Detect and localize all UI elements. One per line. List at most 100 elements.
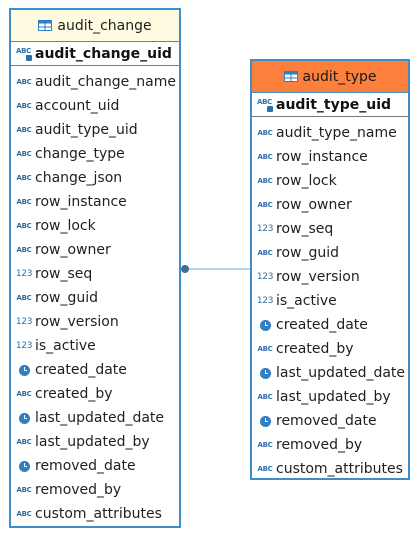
column-name: last_updated_date bbox=[35, 410, 165, 426]
numeric-type-icon: 123 bbox=[15, 341, 33, 351]
numeric-type-icon: 123 bbox=[15, 317, 33, 327]
column-row[interactable]: last_updated_date bbox=[252, 361, 408, 385]
numeric-type-icon: 123 bbox=[256, 296, 274, 306]
column-name: last_updated_by bbox=[276, 389, 391, 405]
string-type-icon: ABC bbox=[257, 249, 273, 257]
string-type-icon: ABC bbox=[16, 222, 32, 230]
string-type-icon: ABC bbox=[16, 510, 32, 518]
entity-title: audit_change bbox=[57, 17, 152, 34]
column-name: custom_attributes bbox=[35, 506, 162, 522]
string-type-icon: ABC bbox=[16, 198, 32, 206]
clock-icon bbox=[257, 318, 273, 332]
string-key-icon: ABC bbox=[16, 47, 32, 61]
column-name: row_owner bbox=[35, 242, 111, 258]
clock-icon bbox=[16, 363, 32, 377]
string-type-icon: ABC bbox=[16, 294, 32, 302]
column-name: row_guid bbox=[276, 245, 339, 261]
string-type-icon: ABC bbox=[16, 246, 32, 254]
column-name: last_updated_date bbox=[276, 365, 406, 381]
column-name: is_active bbox=[35, 338, 96, 354]
column-name: row_instance bbox=[35, 194, 127, 210]
string-type-icon: ABC bbox=[16, 126, 32, 134]
entity-header-audit-type[interactable]: audit_type bbox=[252, 61, 408, 93]
primary-key-name: audit_type_uid bbox=[276, 96, 392, 113]
column-name: row_seq bbox=[35, 266, 93, 282]
column-name: row_version bbox=[35, 314, 119, 330]
string-type-icon: ABC bbox=[16, 78, 32, 86]
string-type-icon: ABC bbox=[257, 393, 273, 401]
column-name: row_owner bbox=[276, 197, 352, 213]
primary-key-row[interactable]: ABC audit_type_uid bbox=[252, 93, 408, 117]
column-name: change_json bbox=[35, 170, 123, 186]
string-type-icon: ABC bbox=[257, 465, 273, 473]
column-name: row_guid bbox=[35, 290, 98, 306]
string-type-icon: ABC bbox=[257, 441, 273, 449]
string-type-icon: ABC bbox=[257, 177, 273, 185]
column-row[interactable]: created_date bbox=[11, 358, 179, 382]
string-type-icon: ABC bbox=[16, 486, 32, 494]
column-name: removed_by bbox=[276, 437, 363, 453]
column-name: created_by bbox=[35, 386, 113, 402]
column-name: is_active bbox=[276, 293, 337, 309]
column-name: created_by bbox=[276, 341, 354, 357]
string-type-icon: ABC bbox=[16, 390, 32, 398]
column-name: row_lock bbox=[276, 173, 337, 189]
string-type-icon: ABC bbox=[16, 150, 32, 158]
column-name: removed_date bbox=[35, 458, 136, 474]
column-row[interactable]: last_updated_date bbox=[11, 406, 179, 430]
relationship-endpoint-dot bbox=[181, 265, 189, 273]
numeric-type-icon: 123 bbox=[256, 272, 274, 282]
primary-key-row[interactable]: ABC audit_change_uid bbox=[11, 42, 179, 66]
clock-icon bbox=[16, 459, 32, 473]
column-name: row_instance bbox=[276, 149, 368, 165]
table-icon bbox=[283, 71, 298, 82]
column-row[interactable]: removed_date bbox=[11, 454, 179, 478]
column-row[interactable]: created_date bbox=[252, 313, 408, 337]
string-type-icon: ABC bbox=[16, 438, 32, 446]
column-name: last_updated_by bbox=[35, 434, 150, 450]
column-name: account_uid bbox=[35, 98, 120, 114]
column-name: custom_attributes bbox=[276, 461, 403, 477]
column-name: change_type bbox=[35, 146, 125, 162]
column-name: row_lock bbox=[35, 218, 96, 234]
string-type-icon: ABC bbox=[257, 201, 273, 209]
column-name: created_date bbox=[35, 362, 127, 378]
entity-header-audit-change[interactable]: audit_change bbox=[11, 10, 179, 42]
column-name: audit_type_name bbox=[276, 125, 397, 141]
primary-key-name: audit_change_uid bbox=[35, 45, 172, 62]
numeric-type-icon: 123 bbox=[256, 224, 274, 234]
column-row[interactable]: removed_date bbox=[252, 409, 408, 433]
